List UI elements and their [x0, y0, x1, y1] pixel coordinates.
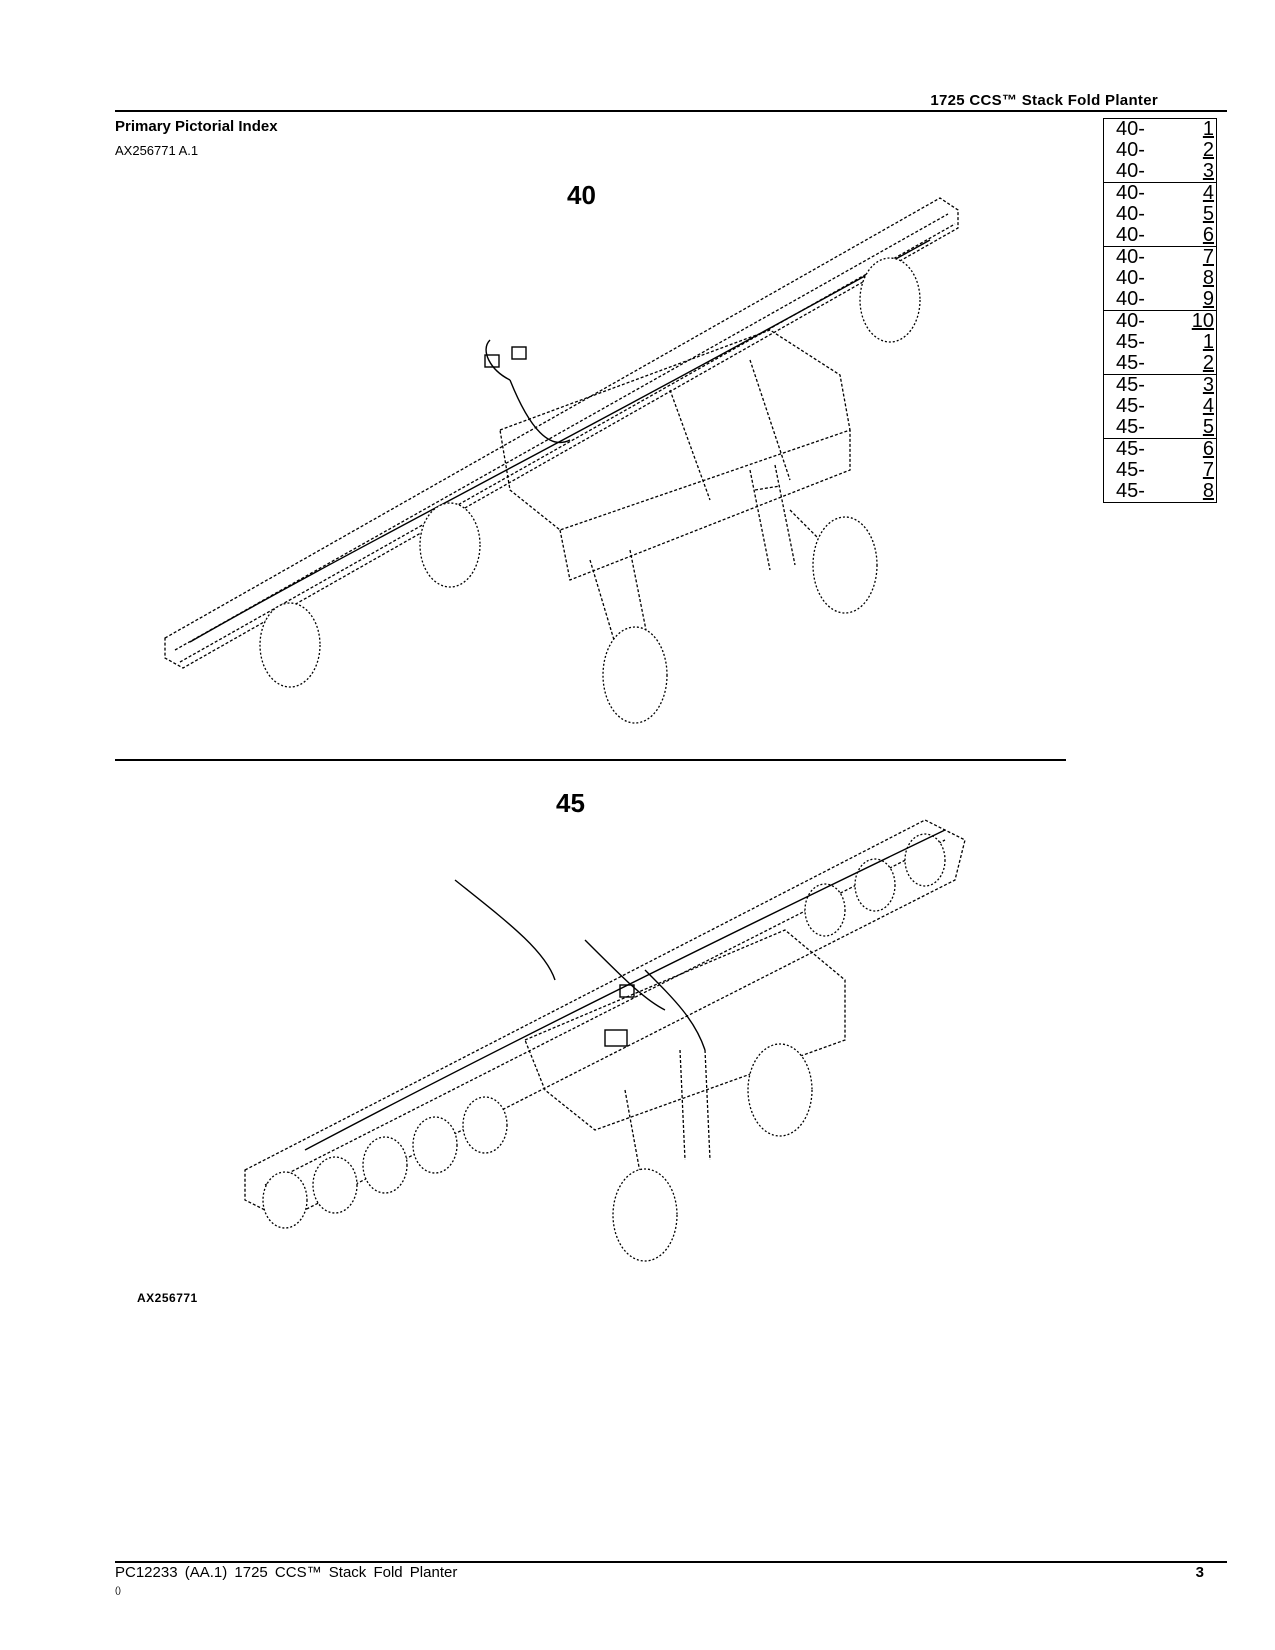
page-number: 3 — [1195, 1564, 1204, 1581]
index-group: 40-10 45-1 45-2 — [1104, 310, 1216, 374]
footer-subtext: () — [115, 1585, 121, 1595]
row-units — [262, 833, 946, 1229]
index-group: 40-4 40-5 40-6 — [1104, 182, 1216, 246]
figure-label-45: 45 — [556, 788, 585, 818]
figure-divider — [115, 759, 1066, 761]
wiring-harness — [304, 829, 946, 1151]
illustration-code: AX256771 — [137, 1291, 198, 1305]
document-title: 1725 CCS™ Stack Fold Planter — [930, 92, 1158, 109]
frame-ladder — [679, 1049, 711, 1161]
section-title: Primary Pictorial Index — [115, 118, 278, 135]
wiring-harness — [189, 239, 931, 643]
index-entry[interactable]: 45-5 — [1116, 416, 1214, 438]
index-entry[interactable]: 40-3 — [1116, 160, 1214, 182]
figure-label-40: 40 — [567, 180, 596, 210]
index-entry[interactable]: 40-6 — [1116, 224, 1214, 246]
index-entry[interactable]: 40-5 — [1116, 203, 1214, 225]
index-entry[interactable]: 45-2 — [1116, 352, 1214, 374]
index-entry[interactable]: 45-7 — [1116, 459, 1214, 481]
index-entry[interactable]: 40-7 — [1116, 246, 1214, 268]
index-entry[interactable]: 45-3 — [1116, 374, 1214, 396]
index-entry[interactable]: 45-1 — [1116, 331, 1214, 353]
index-entry[interactable]: 40-10 — [1116, 310, 1214, 332]
main-wheels — [589, 509, 878, 724]
planter-harness-illustration-45[interactable] — [225, 800, 985, 1290]
index-group: 40-7 40-8 40-9 — [1104, 246, 1216, 310]
index-group: 45-6 45-7 45-8 — [1104, 438, 1216, 502]
index-entry[interactable]: 40-2 — [1116, 139, 1214, 161]
index-entry[interactable]: 45-6 — [1116, 438, 1214, 460]
footer-rule — [115, 1561, 1227, 1563]
frame-ladder — [749, 464, 796, 571]
footer-text: PC12233 (AA.1) 1725 CCS™ Stack Fold Plan… — [115, 1564, 458, 1581]
index-entry[interactable]: 40-1 — [1116, 118, 1214, 140]
index-entry[interactable]: 45-4 — [1116, 395, 1214, 417]
index-entry[interactable]: 40-8 — [1116, 267, 1214, 289]
figure-code: AX256771 A.1 — [115, 143, 199, 158]
index-group: 45-3 45-4 45-5 — [1104, 374, 1216, 438]
center-frame — [524, 929, 846, 1262]
index-table: 40-1 40-2 40-3 40-4 40-5 40-6 40-7 40-8 … — [1103, 118, 1217, 503]
center-frame — [499, 329, 851, 581]
index-group: 40-1 40-2 40-3 — [1104, 119, 1216, 182]
index-entry[interactable]: 40-4 — [1116, 182, 1214, 204]
index-entry[interactable]: 45-8 — [1116, 480, 1214, 502]
index-entry[interactable]: 40-9 — [1116, 288, 1214, 310]
header-rule — [115, 110, 1227, 112]
gauge-wheels — [259, 257, 921, 688]
planter-harness-illustration-40[interactable] — [150, 190, 1000, 750]
